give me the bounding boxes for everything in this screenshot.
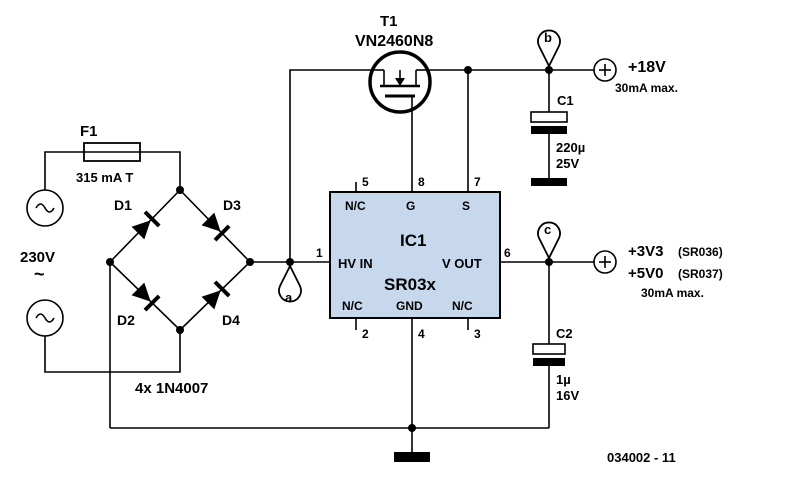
ic-pin1-num: 1 [316, 246, 323, 260]
ic-pin4-name: GND [396, 299, 423, 313]
ic-pin2-name: N/C [342, 299, 363, 313]
diode-d4-icon [201, 280, 231, 310]
transistor-part: VN2460N8 [355, 33, 433, 50]
output-terminal-18v-icon [593, 58, 617, 82]
c1-value: 220µ [556, 140, 585, 155]
fuse-rating: 315 mA T [76, 170, 133, 185]
ic-pin7-num: 7 [474, 175, 481, 189]
diode-d3-label: D3 [223, 197, 241, 213]
fuse-ref: F1 [80, 123, 98, 140]
output-vout-current: 30mA max. [641, 286, 704, 300]
ic-pin1-name: HV IN [338, 256, 373, 271]
fuse-icon [83, 142, 141, 162]
diode-d1-icon [131, 210, 161, 240]
figure-number: 034002 - 11 [607, 450, 676, 465]
wires [44, 69, 594, 452]
ic-pin3-name: N/C [452, 299, 473, 313]
output-3v3-part: (SR036) [678, 245, 723, 259]
ic-pin3-num: 3 [474, 327, 481, 341]
c1-voltage: 25V [556, 156, 579, 171]
ic-pin2-num: 2 [362, 327, 369, 341]
test-point-c-icon [537, 221, 561, 261]
transistor-ref: T1 [380, 13, 398, 30]
output-3v3-voltage: +3V3 [628, 243, 663, 260]
diode-d3-icon [201, 212, 231, 242]
capacitor-c2-icon [532, 343, 566, 366]
test-point-a-icon [278, 263, 302, 303]
mains-source-bottom-icon [26, 299, 64, 337]
diode-d1-label: D1 [114, 197, 132, 213]
diode-d2-icon [131, 282, 161, 312]
ic-part: SR03x [384, 275, 437, 294]
ic-pin6-name: V OUT [442, 256, 482, 271]
mosfet-t1-icon [368, 50, 432, 114]
c2-voltage: 16V [556, 388, 579, 403]
ac-symbol: ~ [34, 264, 45, 284]
c2-ref: C2 [556, 326, 573, 341]
c1-ref: C1 [557, 93, 574, 108]
diode-d2-label: D2 [117, 312, 135, 328]
ic-pin-stubs [355, 182, 469, 330]
ic-ref: IC1 [400, 231, 426, 250]
test-point-a-label: a [285, 290, 293, 305]
output-18v-current: 30mA max. [615, 81, 678, 95]
mains-source-top-icon [26, 189, 64, 227]
diode-part: 4x 1N4007 [135, 380, 208, 397]
ground-icon [394, 452, 430, 462]
output-terminal-vout-icon [593, 250, 617, 274]
ic-pin7-name: S [462, 199, 470, 213]
ic-pin5-num: 5 [362, 175, 369, 189]
ic-pin5-name: N/C [345, 199, 366, 213]
ic-pin8-num: 8 [418, 175, 425, 189]
ic-pin6-num: 6 [504, 246, 511, 260]
output-5v0-voltage: +5V0 [628, 265, 663, 282]
test-point-b-icon [537, 29, 561, 69]
bridge-rectifier [109, 188, 252, 332]
ic-pin4-num: 4 [418, 327, 425, 341]
capacitor-c1-icon [530, 111, 568, 186]
output-5v0-part: (SR037) [678, 267, 723, 281]
ic-pin8-name: G [406, 199, 415, 213]
diode-d4-label: D4 [222, 312, 240, 328]
ic1-body [329, 191, 501, 319]
test-point-b-label: b [544, 30, 552, 45]
test-point-c-label: c [544, 222, 551, 237]
c2-value: 1µ [556, 372, 571, 387]
mains-voltage: 230V [20, 249, 55, 266]
output-18v-voltage: +18V [628, 59, 666, 76]
